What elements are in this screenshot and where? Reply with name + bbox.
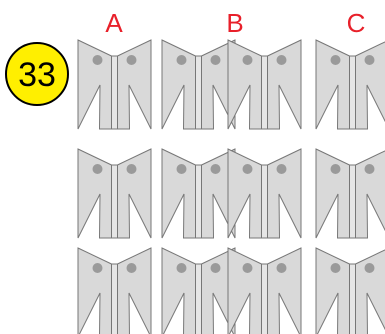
figure-b: [162, 149, 301, 238]
center-strip: [196, 264, 202, 334]
center-strip: [262, 56, 268, 129]
dot: [331, 55, 341, 65]
problem-number: 33: [18, 56, 56, 94]
dot: [331, 164, 341, 174]
left-wing: [162, 40, 196, 129]
center-strip: [350, 264, 356, 334]
center-strip: [262, 165, 268, 238]
right-wing: [268, 149, 302, 238]
center-strip: [350, 165, 356, 238]
dot: [277, 55, 287, 65]
figure-c: [316, 149, 385, 238]
column-label-b: B: [226, 8, 243, 38]
figure-row: [78, 40, 385, 129]
left-wing: [316, 248, 350, 334]
dot: [277, 263, 287, 273]
right-wing: [356, 40, 385, 129]
center-strip: [112, 165, 118, 238]
dot: [243, 55, 253, 65]
figure-row: [78, 248, 385, 334]
center-strip: [350, 56, 356, 129]
figure-a: [78, 149, 151, 238]
center-strip: [262, 264, 268, 334]
figure-a: [78, 40, 151, 129]
problem-badge: 33: [6, 43, 68, 105]
left-wing: [162, 248, 196, 334]
dot: [365, 263, 375, 273]
figure-b: [162, 248, 301, 334]
column-label-a: A: [105, 8, 123, 38]
dot: [211, 263, 221, 273]
right-wing: [356, 149, 385, 238]
center-strip: [196, 56, 202, 129]
figure-b: [162, 40, 301, 129]
dot: [211, 164, 221, 174]
center-strip: [112, 264, 118, 334]
center-strip: [196, 165, 202, 238]
figure-b-left: [162, 149, 235, 238]
center-strip: [112, 56, 118, 129]
figure-grid: [78, 40, 385, 334]
right-wing: [268, 40, 302, 129]
dot: [365, 164, 375, 174]
dot: [243, 164, 253, 174]
left-wing: [78, 40, 112, 129]
figure-b-left: [162, 40, 235, 129]
left-wing: [316, 149, 350, 238]
dot: [243, 263, 253, 273]
dot: [365, 55, 375, 65]
dot: [127, 263, 137, 273]
dot: [177, 263, 187, 273]
dot: [177, 55, 187, 65]
left-wing: [228, 248, 262, 334]
dot: [93, 164, 103, 174]
dot: [127, 164, 137, 174]
figure-b-right: [228, 40, 301, 129]
left-wing: [316, 40, 350, 129]
column-label-c: C: [347, 8, 366, 38]
figure-c: [316, 248, 385, 334]
dot: [93, 263, 103, 273]
right-wing: [118, 248, 152, 334]
dot: [331, 263, 341, 273]
figure-b-right: [228, 248, 301, 334]
figure-c: [316, 40, 385, 129]
right-wing: [118, 40, 152, 129]
dot: [93, 55, 103, 65]
figure-a: [78, 248, 151, 334]
left-wing: [228, 40, 262, 129]
figure-b-right: [228, 149, 301, 238]
left-wing: [228, 149, 262, 238]
left-wing: [78, 248, 112, 334]
dot: [211, 55, 221, 65]
right-wing: [118, 149, 152, 238]
left-wing: [78, 149, 112, 238]
right-wing: [356, 248, 385, 334]
dot: [127, 55, 137, 65]
left-wing: [162, 149, 196, 238]
right-wing: [268, 248, 302, 334]
figure-b-left: [162, 248, 235, 334]
dot: [177, 164, 187, 174]
figure-row: [78, 149, 385, 238]
dot: [277, 164, 287, 174]
